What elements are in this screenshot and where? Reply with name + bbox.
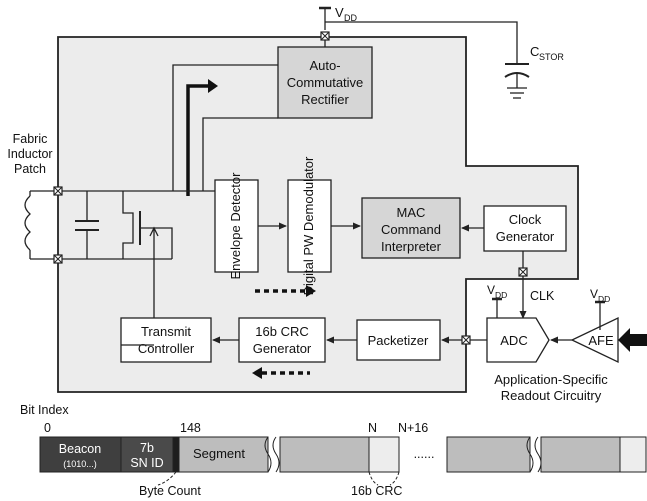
envelope-detector-block bbox=[214, 179, 259, 273]
mac-label-1: MAC bbox=[397, 205, 426, 220]
vdd-afe-terminal bbox=[595, 300, 605, 330]
inductor-coil bbox=[24, 191, 31, 259]
bit-index-0: 0 bbox=[44, 421, 51, 435]
terminal-coil-top bbox=[53, 186, 63, 196]
sensor-input-arrow bbox=[618, 328, 647, 352]
storage-capacitor bbox=[504, 63, 530, 99]
envelope-detector-label: Envelope Detector bbox=[228, 172, 243, 280]
rectifier-label-3: Rectifier bbox=[301, 92, 349, 107]
vdd-top-subscript: DD bbox=[344, 13, 357, 23]
sn-id-label-2: SN ID bbox=[130, 456, 163, 470]
transmit-label-2: Controller bbox=[138, 341, 195, 356]
crc-label-1: 16b CRC bbox=[255, 324, 308, 339]
bit-index-n16: N+16 bbox=[398, 421, 428, 435]
readout-label-1: Application-Specific bbox=[494, 372, 608, 387]
demodulator-label: Digital PW Demodulator bbox=[301, 156, 316, 295]
byte-count-field bbox=[172, 436, 180, 473]
rx-flow-arrowhead bbox=[306, 285, 316, 297]
mac-label-2: Command bbox=[381, 222, 441, 237]
beacon-sub-label: (1010...) bbox=[63, 459, 97, 469]
byte-count-label: Byte Count bbox=[139, 484, 201, 498]
transmit-transistor bbox=[122, 191, 173, 259]
inductor-label-1: Fabric bbox=[13, 132, 48, 146]
clock-label-2: Generator bbox=[496, 229, 555, 244]
rectifier-input-wire-2 bbox=[202, 117, 278, 191]
vdd-adc-subscript: DD bbox=[495, 290, 507, 300]
rectifier-label-2: Commutative bbox=[287, 75, 364, 90]
segment-break-1 bbox=[264, 436, 280, 473]
terminal-clk bbox=[518, 267, 528, 277]
terminal-adc bbox=[461, 335, 471, 345]
terminal-coil-bottom bbox=[53, 254, 63, 264]
adc-label: ADC bbox=[500, 333, 527, 348]
bit-index-n: N bbox=[368, 421, 377, 435]
demodulator-block bbox=[287, 179, 332, 273]
transmit-label-1: Transmit bbox=[141, 324, 191, 339]
mac-label-3: Interpreter bbox=[381, 239, 442, 254]
clock-label-1: Clock bbox=[509, 212, 542, 227]
afe-label: AFE bbox=[588, 333, 614, 348]
segment-field-3 bbox=[446, 436, 531, 473]
rectifier-input-wire bbox=[172, 64, 278, 191]
rectifier-block bbox=[277, 46, 373, 119]
crc-label-2: Generator bbox=[253, 341, 312, 356]
bit-index-148: 148 bbox=[180, 421, 201, 435]
adc-block bbox=[486, 317, 550, 363]
byte-count-leader bbox=[157, 471, 177, 486]
readout-label-2: Readout Circuitry bbox=[501, 388, 602, 403]
rectifier-label-1: Auto- bbox=[309, 58, 340, 73]
vdd-afe-subscript: DD bbox=[598, 294, 610, 304]
crc-field-2 bbox=[619, 436, 647, 473]
clock-generator-block bbox=[483, 205, 567, 252]
sn-id-field bbox=[120, 436, 174, 473]
crc-generator-block bbox=[238, 317, 326, 363]
segment-field-4 bbox=[540, 436, 621, 473]
packetizer-block bbox=[356, 319, 441, 361]
segment-field bbox=[178, 436, 269, 473]
packetizer-label: Packetizer bbox=[368, 333, 429, 348]
crc-bracket bbox=[368, 471, 400, 486]
power-flow-arrow bbox=[186, 84, 210, 196]
inductor-label-2: Inductor bbox=[7, 147, 52, 161]
tuning-capacitor bbox=[75, 191, 99, 259]
beacon-field bbox=[39, 436, 122, 473]
mac-block bbox=[361, 197, 461, 259]
vdd-adc-label: V bbox=[487, 283, 495, 297]
crc-field-label: 16b CRC bbox=[351, 484, 402, 498]
inductor-label-3: Patch bbox=[14, 162, 46, 176]
segment-field-2 bbox=[279, 436, 370, 473]
clk-label: CLK bbox=[530, 289, 555, 303]
cstor-label: C bbox=[530, 44, 539, 59]
power-flow-arrowhead bbox=[208, 79, 218, 93]
beacon-label: Beacon bbox=[59, 442, 101, 456]
vdd-top-terminal: V DD bbox=[319, 5, 357, 30]
segment-label: Segment bbox=[193, 446, 245, 461]
bit-index-label: Bit Index bbox=[20, 403, 69, 417]
terminal-vdd bbox=[320, 31, 330, 41]
crc-field bbox=[368, 436, 400, 473]
vdd-adc-terminal bbox=[492, 297, 502, 318]
segment-break-2 bbox=[526, 436, 542, 473]
cstor-subscript: STOR bbox=[539, 52, 564, 62]
sn-id-label-1: 7b bbox=[140, 441, 154, 455]
vdd-top-label: V bbox=[335, 5, 344, 20]
packet-ellipsis: ...... bbox=[414, 447, 435, 461]
vdd-wire bbox=[325, 21, 518, 64]
tx-flow-arrowhead bbox=[252, 367, 262, 379]
transmit-controller-block bbox=[120, 317, 212, 363]
vdd-afe-label: V bbox=[590, 287, 598, 301]
